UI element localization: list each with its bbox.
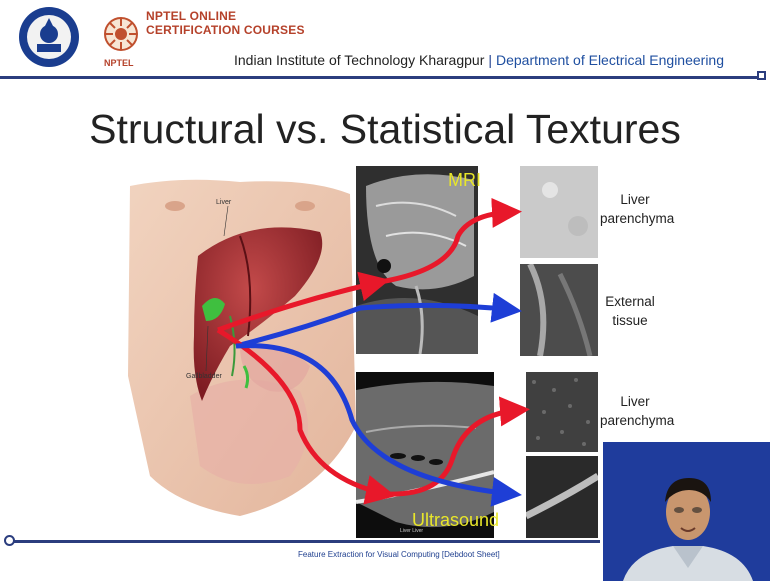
- footer-rule: [10, 540, 600, 543]
- arrow-red-us-to-patch: [386, 410, 520, 494]
- presenter-video: [603, 442, 770, 581]
- arrow-red-mri-to-patch: [380, 212, 512, 282]
- footer-rule-endcap: [4, 535, 15, 546]
- arrow-blue-to-us-patch: [236, 346, 512, 494]
- arrow-red-to-mri: [218, 282, 380, 330]
- footer-caption: Feature Extraction for Visual Computing …: [298, 550, 500, 559]
